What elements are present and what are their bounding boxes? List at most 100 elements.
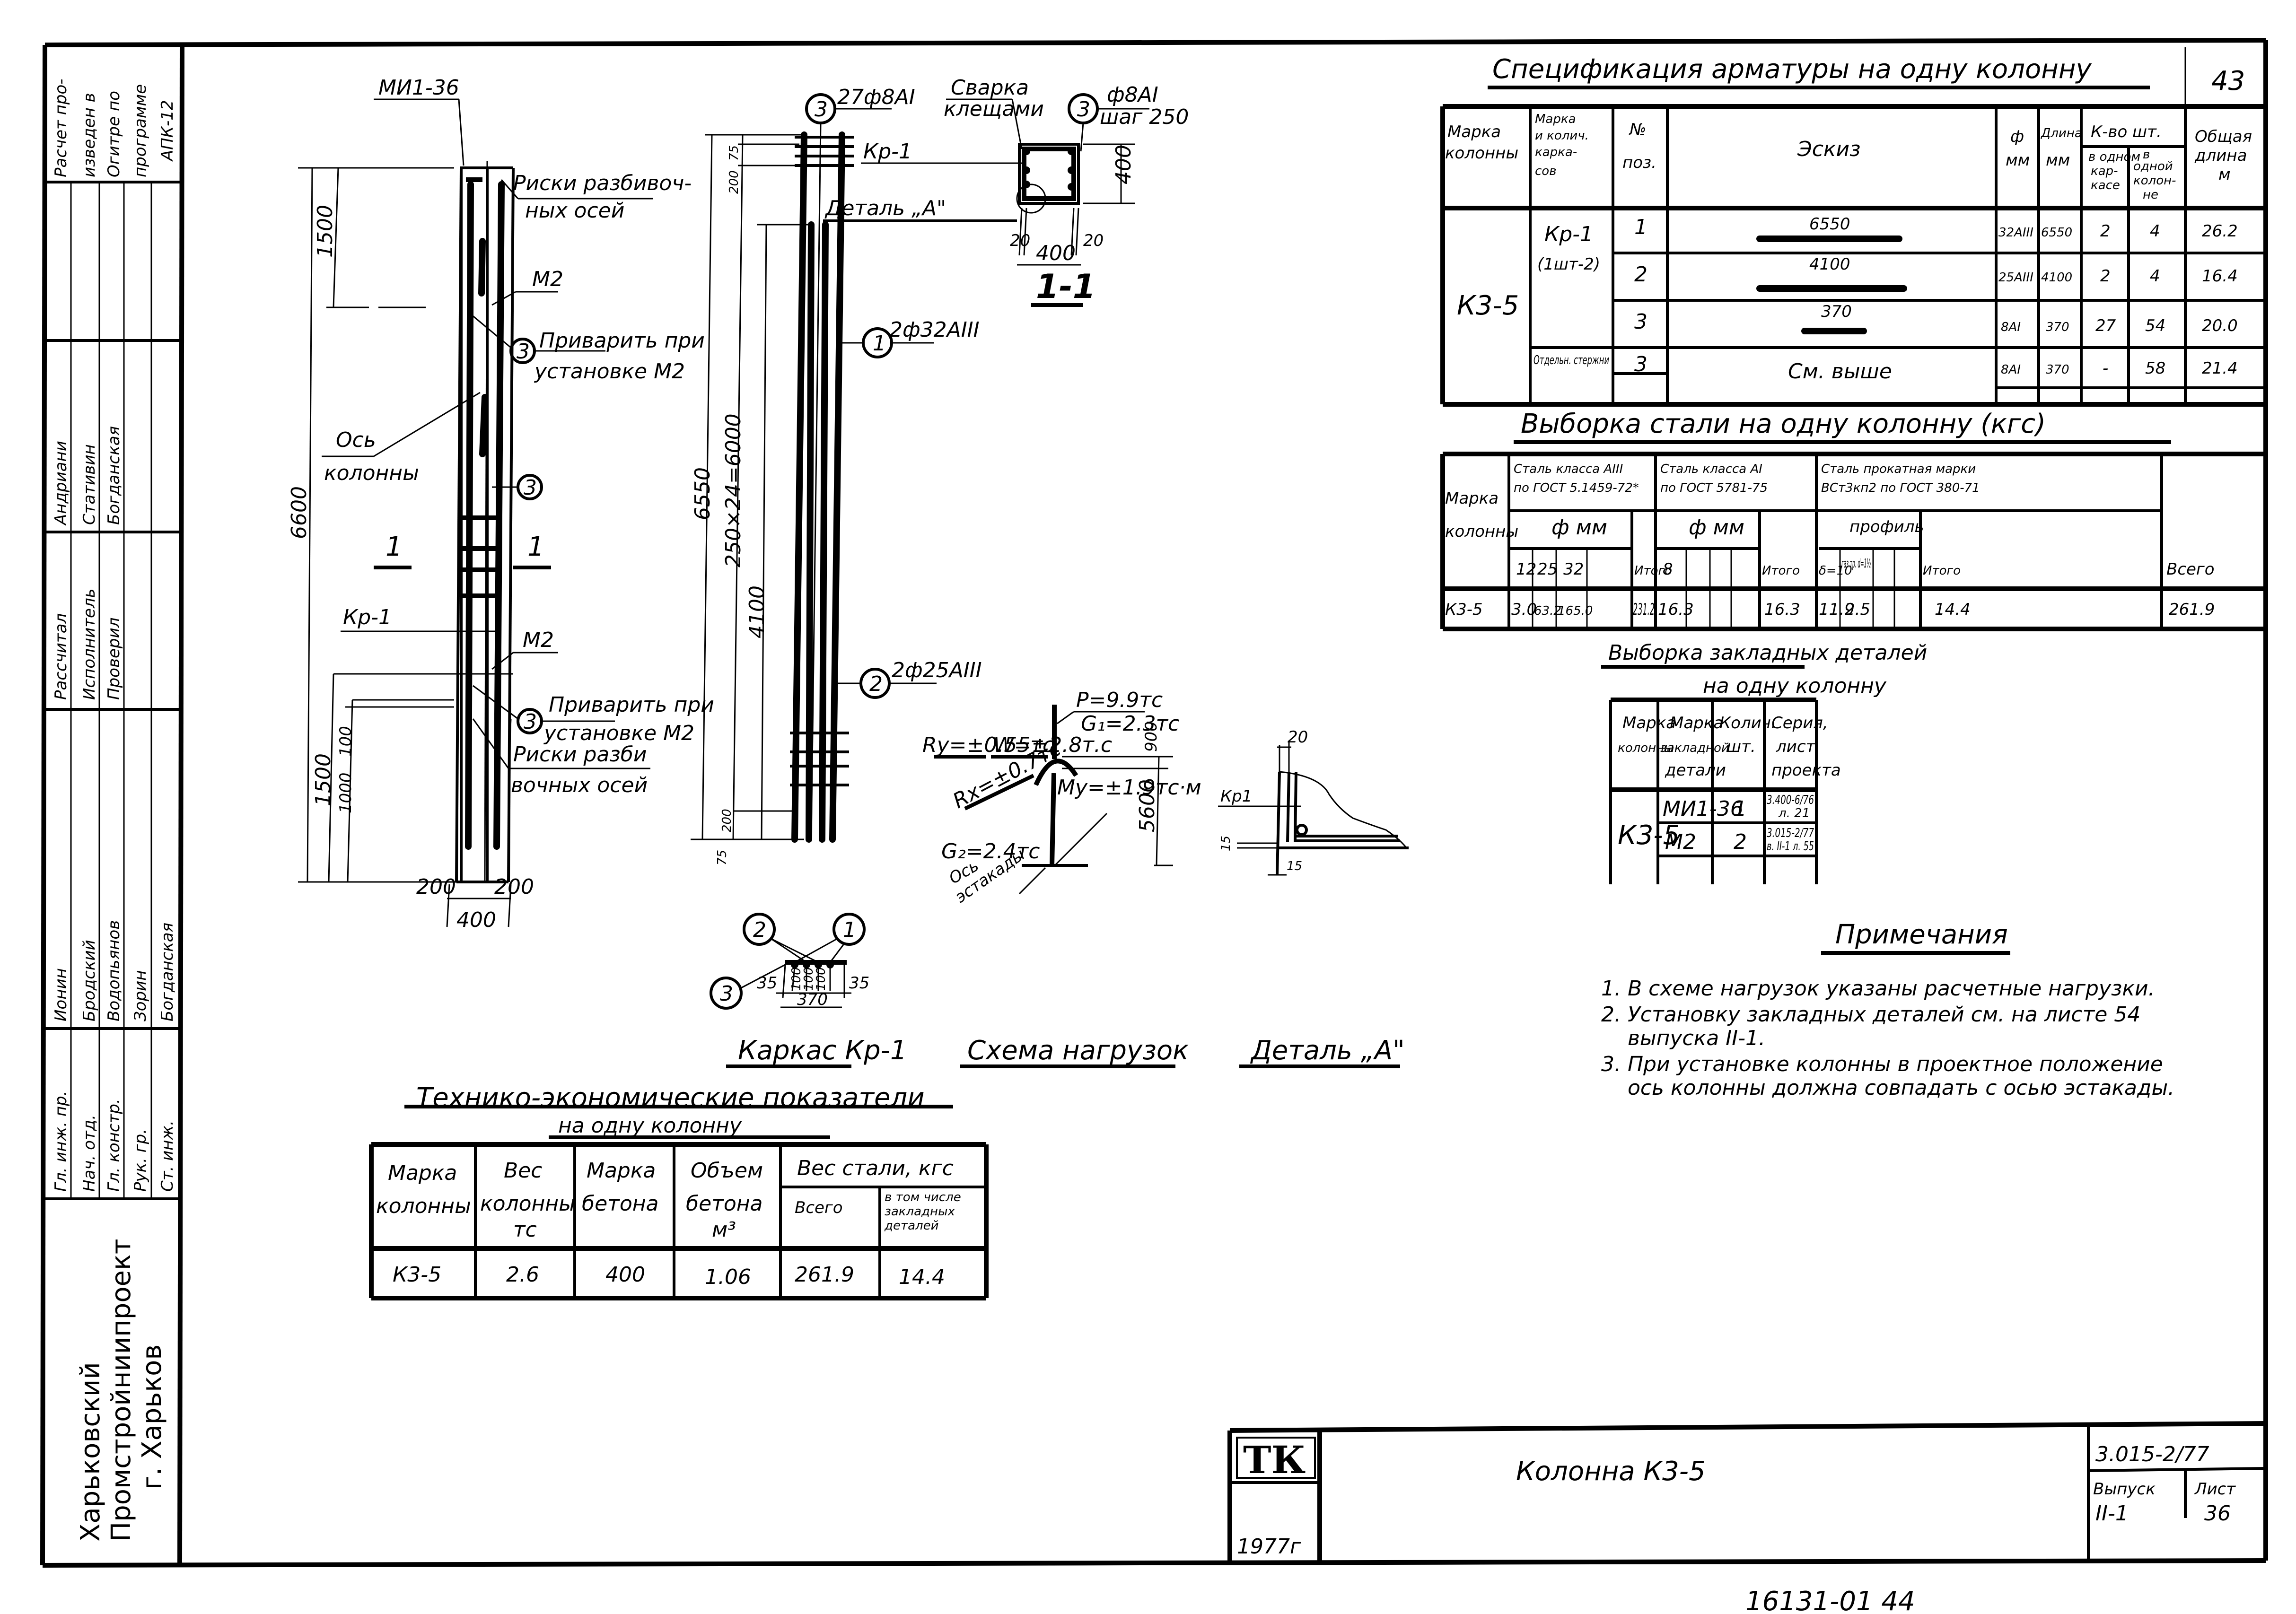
m2-label-top: М2 [532, 267, 563, 291]
marks-top-label: Риски разбивоч- [513, 171, 692, 195]
steel-cell-g1: 63.2 [1534, 604, 1561, 618]
spec-cell-sketch: См. выше [1788, 359, 1892, 384]
steel-header-g1-col: 25 [1537, 560, 1558, 579]
spec-header-cage: Марка [1535, 112, 1576, 126]
load-G1: G₁=2.3тс [1081, 712, 1179, 736]
steel-cell-g3-total: 14.4 [1935, 600, 1971, 619]
dim-lower-5600: 5600 [1135, 779, 1159, 832]
cage-kr1: 35 35 370 100 100 100 2 1 3 Каркас Кр-1 [710, 913, 907, 1068]
spec-cell-pos: 3 [1634, 352, 1648, 376]
cage-position-3-mark: 3 [815, 97, 828, 122]
steel-header-g3-col: δ=10 [1819, 564, 1852, 578]
spec-header-total-len: м [2218, 165, 2231, 184]
steel-table-title: Выборка стали на одну колонну (кгс) [1521, 409, 2046, 439]
note-item: 1. В схеме нагрузок указаны расчетные на… [1601, 977, 2155, 1001]
spec-cell-length: 370 [2046, 320, 2069, 334]
spec-header-mark: Марка [1447, 122, 1501, 141]
dim-100: 100 [336, 726, 355, 757]
spec-cell-cage: Отдельн. стержни [1534, 353, 1609, 367]
spec-header-dia: мм [2006, 151, 2030, 170]
embedded-cell-series: в. II-1 л. 55 [1767, 839, 1814, 854]
issue-label: Выпуск [2093, 1480, 2156, 1499]
spec-cell-pos: 2 [1634, 262, 1648, 287]
column-elevation: 6600 1500 1500 100 1000 200 200 400 МИ1-… [287, 76, 714, 932]
embedded-header: шт. [1726, 737, 1756, 756]
spec-cell-pos: 1 [1634, 215, 1648, 239]
stamp-name: Зорин [131, 970, 150, 1021]
sheet-label: Лист [2194, 1480, 2236, 1499]
sheet-frame [40, 38, 2268, 1568]
sheet-number: 36 [2204, 1501, 2231, 1526]
load-G2: G₂=2.4тс [941, 839, 1040, 864]
steel-header-g1-col: 12 [1516, 560, 1536, 579]
tep-header-mark: Марка [388, 1161, 457, 1185]
steel-header-itogo: Итого [1923, 564, 1961, 578]
embedded-header: колонны [1618, 741, 1674, 755]
column-axis-label: Ось [336, 428, 376, 452]
dim-upper-900: 900 [1142, 721, 1161, 752]
steel-header-group1: Сталь класса АIII [1514, 462, 1623, 476]
spec-header-qty: К-во шт. [2091, 122, 2162, 141]
dim-cage-bot-a: 200 [720, 809, 734, 832]
stamp-note-line: программе [131, 84, 150, 177]
spec-header-qty-cage: касе [2091, 178, 2120, 192]
kr1-dim-spacing: 100 [814, 967, 828, 991]
cage-position-1-label: 2ф32АIII [889, 318, 980, 342]
steel-cell-g3: 2.5 [1845, 600, 1870, 619]
steel-header-g2-col: 8 [1663, 560, 1673, 579]
embedded-top-label: МИ1-36 [378, 76, 459, 100]
organization-line: г. Харьков [137, 1344, 167, 1490]
spec-cell-in-cage: 27 [2095, 316, 2116, 335]
stamp-name: Бродский [80, 940, 99, 1021]
stamp-role: Исполнитель [80, 588, 99, 700]
sheet-corner-number: 43 [2211, 66, 2245, 96]
embedded-row: МИ1-36 1 3.400-6/76 л. 21 [1663, 793, 1814, 821]
tep-table-title: на одну колонну [558, 1114, 742, 1138]
side-stamp: Расчет про- изведен в Огитре по программ… [45, 79, 182, 1542]
spec-cell-sketch: 6550 [1809, 215, 1850, 234]
steel-header-group1: по ГОСТ 5.1459-72* [1514, 481, 1639, 495]
weld-note-top: Приварить при [539, 329, 705, 353]
spec-cell-total: 21.4 [2202, 359, 2238, 378]
tep-header-volume: м³ [712, 1218, 736, 1242]
spec-table-title: Спецификация арматуры на одну колонну [1492, 54, 2092, 85]
spec-cell-total: 20.0 [2202, 316, 2238, 335]
dim-cage-top-b: 200 [727, 170, 741, 194]
stirrups-top [795, 136, 854, 167]
organization-line: Промстройниипроект [106, 1239, 137, 1542]
spec-header-cage: карка- [1535, 145, 1577, 159]
spec-cell-dia: 8АI [2001, 320, 2021, 334]
dim-1000: 1000 [336, 772, 355, 813]
kr1-dim-total: 370 [797, 990, 828, 1009]
series-number: 3.015-2/77 [2095, 1442, 2209, 1466]
title-block: ТК 1977г Колонна К3-5 3.015-2/77 Выпуск … [1227, 1421, 2266, 1563]
spec-cell-in-column: 4 [2150, 222, 2160, 241]
dim-cage-total: 6550 [691, 467, 715, 520]
spec-header-qty-col: не [2143, 188, 2158, 202]
steel-header-group2: Сталь класса АI [1660, 462, 1762, 476]
steel-header-profile: профиль [1849, 517, 1924, 536]
dim-cage-top-a: 75 [727, 145, 741, 161]
embedded-cell-series: 3.015-2/77 [1767, 826, 1814, 840]
kr1-dim-left: 35 [757, 974, 777, 993]
marks-top-label: ных осей [525, 199, 624, 223]
dim-cage-bot-b: 75 [715, 850, 729, 865]
weld-note-bottom: установке М2 [543, 721, 694, 745]
dim-bottom-1500: 1500 [311, 753, 335, 806]
embedded-header: детали [1665, 761, 1726, 780]
spec-cell-cage: Кр-1 [1544, 222, 1593, 246]
cage-kr1-title: Каркас Кр-1 [738, 1035, 907, 1066]
issue-number: II-1 [2095, 1501, 2129, 1526]
detail-a-dim-side: 15 [1219, 836, 1233, 851]
spec-header-cage: и колич. [1535, 129, 1589, 143]
steel-header-group3: ВСт3кп2 по ГОСТ 380-71 [1821, 481, 1980, 495]
load-W: W=±2.8т.с [993, 733, 1112, 757]
kr1-dim-spacing: 100 [789, 967, 804, 991]
spec-cell-dia: 8АI [2001, 363, 2021, 377]
note-item: 2. Установку закладных деталей см. на ли… [1601, 1003, 2140, 1027]
steel-table: Выборка стали на одну колонну (кгс) Марк… [1440, 409, 2266, 631]
spec-cell-dia: 32АIII [1998, 226, 2033, 240]
tep-cell-weight: 2.6 [506, 1263, 539, 1287]
spec-header-mark: колонны [1445, 144, 1518, 163]
spec-header-cage: сов [1535, 164, 1557, 178]
